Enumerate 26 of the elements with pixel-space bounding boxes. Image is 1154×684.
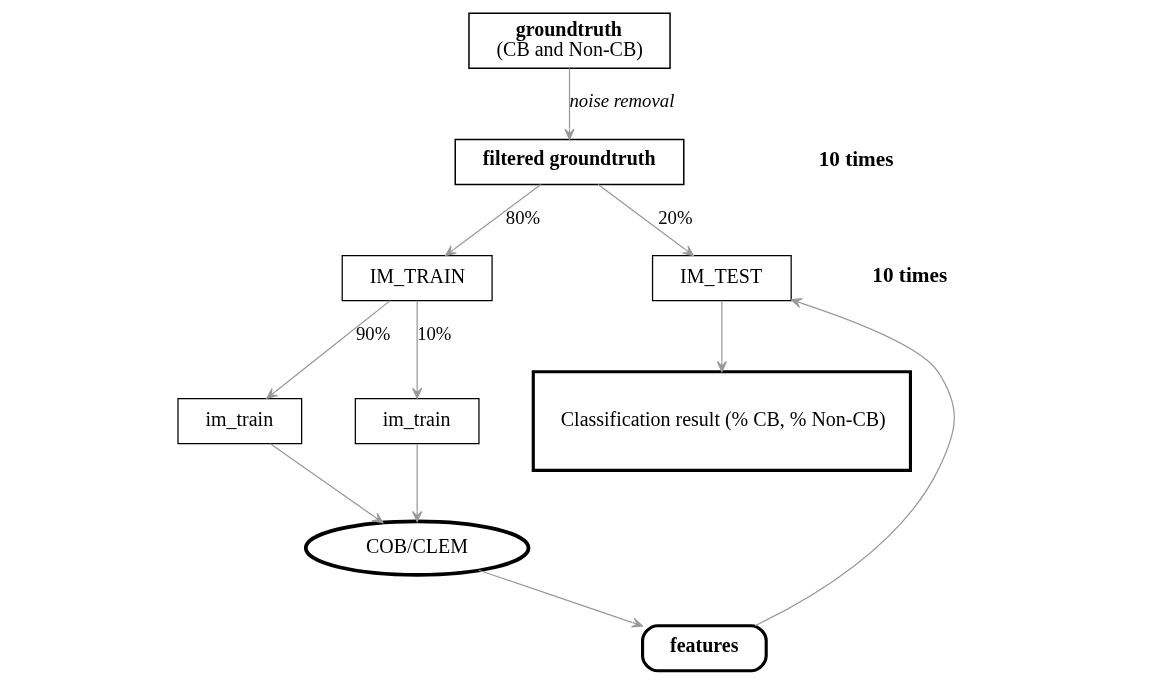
edge-label: 80%: [505, 207, 541, 229]
node-box: features: [641, 624, 768, 673]
node-box: IM_TEST: [651, 254, 792, 302]
arrow: [478, 569, 643, 628]
node-box: im_train: [354, 397, 480, 445]
arrow: [564, 67, 575, 140]
node-box: filtered groundtruth: [454, 138, 685, 186]
node-box: im_train: [177, 397, 303, 445]
label: 10 times: [818, 146, 894, 171]
edge-label: 20%: [658, 207, 693, 229]
node-box: groundtruth (CB and Non-CB): [468, 12, 671, 69]
node-ellipse: COB/CLEM: [303, 519, 531, 577]
label: 10 times: [872, 262, 948, 287]
arrow: [266, 300, 391, 399]
arrow: [754, 298, 955, 627]
arrow: [716, 300, 727, 373]
edge-label: 90%: [355, 323, 391, 345]
arrow: [412, 443, 423, 523]
node-box: Classification result (% CB, % Non-CB): [531, 370, 912, 472]
node-box: IM_TRAIN: [341, 254, 493, 302]
arrow: [412, 300, 423, 399]
arrow: [597, 183, 694, 257]
arrow: [445, 183, 542, 257]
arrow: [269, 443, 384, 524]
edge-label: 10%: [417, 323, 452, 345]
edge-label: noise removal: [569, 89, 675, 111]
